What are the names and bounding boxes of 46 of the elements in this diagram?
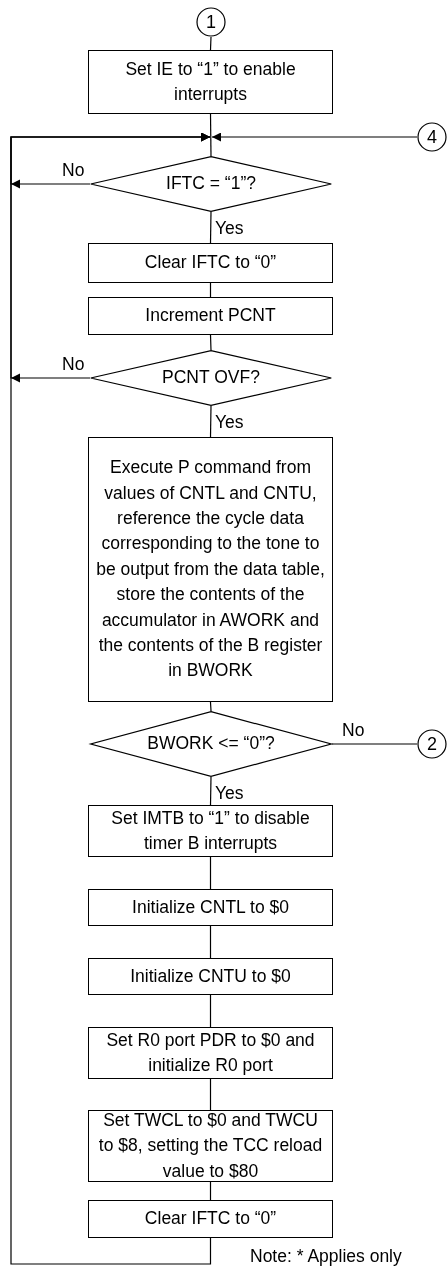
step-text: Initialize CNTU to $0 [130, 964, 291, 988]
process-box [88, 437, 333, 702]
connector-line [209, 405, 212, 438]
connector-line [209, 701, 212, 712]
connector-line [209, 776, 212, 806]
connector-number: 4 [427, 125, 437, 149]
decision-text: BWORK <= “0”? [147, 732, 275, 756]
connector-number: 1 [206, 10, 216, 34]
step-text: Initialize CNTL to $0 [132, 895, 289, 919]
connector-number: 2 [427, 732, 437, 756]
decision-text: PCNT OVF? [162, 366, 260, 390]
process-box [88, 297, 333, 335]
arrow [10, 132, 211, 383]
connector-circle [196, 7, 226, 37]
process-box [88, 243, 333, 283]
connector-line [209, 925, 212, 959]
step-text: Set TWCL to $0 and TWCU to $8, setting the TCC reload value to $80 [97, 1108, 324, 1183]
connector-circle [417, 729, 447, 759]
connector-line [209, 113, 212, 157]
decision-diamond [90, 156, 332, 212]
process-box [88, 50, 333, 114]
step-text: Increment PCNT [145, 304, 276, 328]
process-box [88, 805, 333, 857]
connector-line [209, 334, 212, 351]
connector-line [209, 1078, 212, 1111]
note-text: Note: * Applies only [250, 1248, 402, 1266]
process-box [88, 889, 333, 926]
arrow [211, 132, 418, 142]
decision-diamond [90, 350, 332, 406]
step-text: Clear IFTC to “0” [144, 1207, 277, 1231]
step-text: Set IE to “1” to enable interrupts [124, 57, 297, 106]
connector-circle [417, 122, 447, 152]
connector-line [209, 994, 212, 1028]
connector-line [209, 36, 212, 51]
step-text: Set R0 port PDR to $0 and initialize R0 port [105, 1028, 316, 1077]
step-text: Clear IFTC to “0” [144, 251, 277, 275]
decision-text: IFTC = “1”? [166, 172, 256, 196]
connector-line [331, 743, 418, 745]
process-box [88, 1200, 333, 1238]
connector-line [209, 856, 212, 890]
process-box [88, 958, 333, 995]
step-text: Set IMTB to “1” to disable timer B interrupts [110, 806, 311, 855]
decision-diamond [90, 711, 332, 777]
process-box [88, 1027, 333, 1079]
connector-line [209, 211, 212, 244]
step-text: Execute P command from values of CNTL and CNTU, reference the cycle data corresponding to the tone to be output from the data table, store the contents of the accumulator in AWORK and the contents of the B register in BWORK [95, 456, 326, 683]
